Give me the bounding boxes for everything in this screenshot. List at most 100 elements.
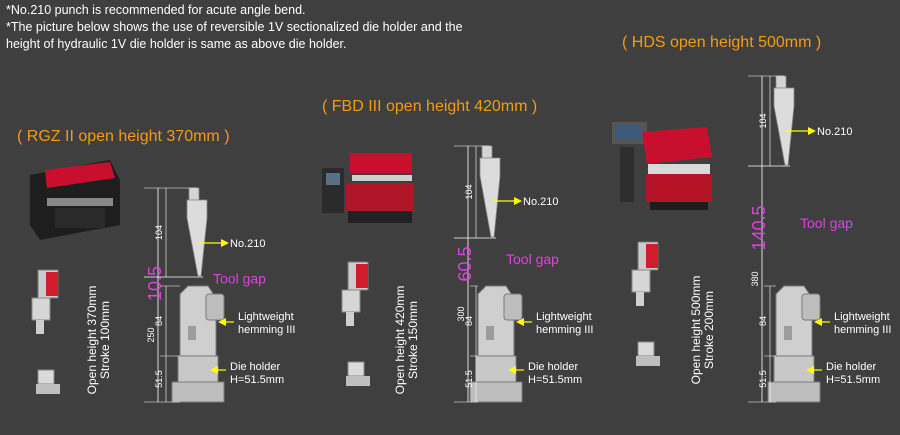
die-holder-base	[469, 381, 523, 403]
punch-tang	[188, 187, 200, 201]
note-line-2: *The picture below shows the use of reve…	[6, 20, 463, 34]
dim-punch-height: 104	[758, 113, 768, 128]
spec-stroke: Stroke 200mm	[702, 291, 716, 369]
holder-label-2: H=51.5mm	[528, 374, 582, 386]
punch-label: No.210	[817, 126, 852, 138]
press-brake-machine	[322, 153, 414, 223]
punch-label: No.210	[523, 196, 558, 208]
dim-punch-height: 104	[464, 184, 474, 199]
side-die-base	[36, 384, 60, 394]
holder-callout-arrow	[508, 366, 516, 374]
punch-body	[479, 157, 501, 238]
hemming-slot	[784, 326, 792, 340]
hemming-label-1: Lightweight	[834, 311, 890, 323]
side-die-base	[636, 356, 660, 366]
tool-gap-value: 140.5	[749, 205, 769, 250]
dim-holder-height: 51.5	[464, 370, 474, 388]
spec-open-height: Open height 370mm	[85, 286, 99, 395]
hemming-label-2: hemming III	[238, 324, 295, 336]
machine-tool-line	[648, 164, 710, 174]
dim-total-height: 300	[456, 306, 466, 321]
hemming-label-1: Lightweight	[238, 311, 294, 323]
press-brake-machine	[612, 122, 712, 210]
control-screen	[616, 125, 642, 139]
spec-stroke: Stroke 150mm	[406, 301, 420, 379]
die-holder	[773, 355, 815, 383]
hemming-cylinder	[205, 293, 225, 321]
dim-hemming-height: 84	[758, 316, 768, 326]
side-clamp-red	[646, 244, 658, 268]
machine-ram	[350, 153, 412, 173]
punch-callout-arrow	[221, 239, 229, 247]
hemming-label-2: hemming III	[834, 324, 891, 336]
tool-side-view	[31, 269, 60, 394]
holder-label-1: Die holder	[826, 361, 876, 373]
machine-bed	[346, 183, 414, 211]
machine-base	[55, 208, 105, 228]
tool-gap-value: 10.5	[145, 266, 165, 301]
hemming-callout-arrow	[516, 318, 524, 326]
dim-punch-height: 104	[154, 225, 164, 240]
hemming-callout-arrow	[218, 318, 226, 326]
holder-callout-arrow	[210, 366, 218, 374]
side-punch	[36, 320, 44, 334]
tool-gap-label: Tool gap	[213, 271, 266, 287]
hemming-label-1: Lightweight	[536, 311, 592, 323]
panel-title-hds: ( HDS open height 500mm )	[622, 34, 822, 51]
side-die	[637, 341, 655, 357]
side-holder	[31, 297, 51, 321]
side-die	[347, 361, 365, 377]
holder-callout-arrow	[806, 366, 814, 374]
hemming-label-2: hemming III	[536, 324, 593, 336]
panel-title-fbd: ( FBD III open height 420mm )	[322, 98, 538, 115]
note-line-3: height of hydraulic 1V die holder is sam…	[6, 37, 347, 51]
spec-stroke: Stroke 100mm	[98, 301, 112, 379]
side-die-base	[346, 376, 370, 386]
tool-gap-label: Tool gap	[506, 251, 559, 267]
spec-open-height: Open height 500mm	[689, 276, 703, 385]
holder-label-1: Die holder	[230, 361, 280, 373]
punch-body	[773, 87, 795, 166]
hemming-slot	[486, 326, 494, 340]
side-holder	[341, 289, 361, 313]
machine-base	[650, 202, 708, 210]
holder-label-2: H=51.5mm	[230, 374, 284, 386]
machine-tool-line	[352, 175, 412, 181]
press-brake-machine	[30, 160, 120, 240]
machine-cabinet	[620, 147, 634, 202]
side-punch	[346, 312, 354, 326]
machine-bed	[646, 174, 712, 202]
tool-side-view	[341, 261, 370, 386]
machine-base	[348, 211, 412, 223]
punch-tang	[481, 145, 493, 159]
dim-total-height: 380	[750, 271, 760, 286]
punch-callout-arrow	[808, 127, 816, 135]
die-holder	[475, 355, 517, 383]
dim-holder-height: 51.5	[154, 370, 164, 388]
note-line-1: *No.210 punch is recommended for acute a…	[6, 3, 306, 17]
side-clamp-red	[356, 264, 368, 288]
hemming-callout-arrow	[814, 318, 822, 326]
machine-ram	[45, 162, 115, 188]
tool-gap-label: Tool gap	[800, 215, 853, 231]
machine-bed	[47, 198, 113, 206]
side-punch	[636, 292, 644, 306]
holder-label-1: Die holder	[528, 361, 578, 373]
punch-tang	[775, 75, 787, 89]
dim-hemming-height: 84	[154, 316, 164, 326]
control-screen	[326, 173, 340, 185]
side-die	[37, 369, 55, 385]
punch-body	[186, 199, 208, 277]
hemming-slot	[188, 326, 196, 340]
machine-ram	[642, 127, 712, 164]
hemming-cylinder	[801, 293, 821, 321]
holder-label-2: H=51.5mm	[826, 374, 880, 386]
